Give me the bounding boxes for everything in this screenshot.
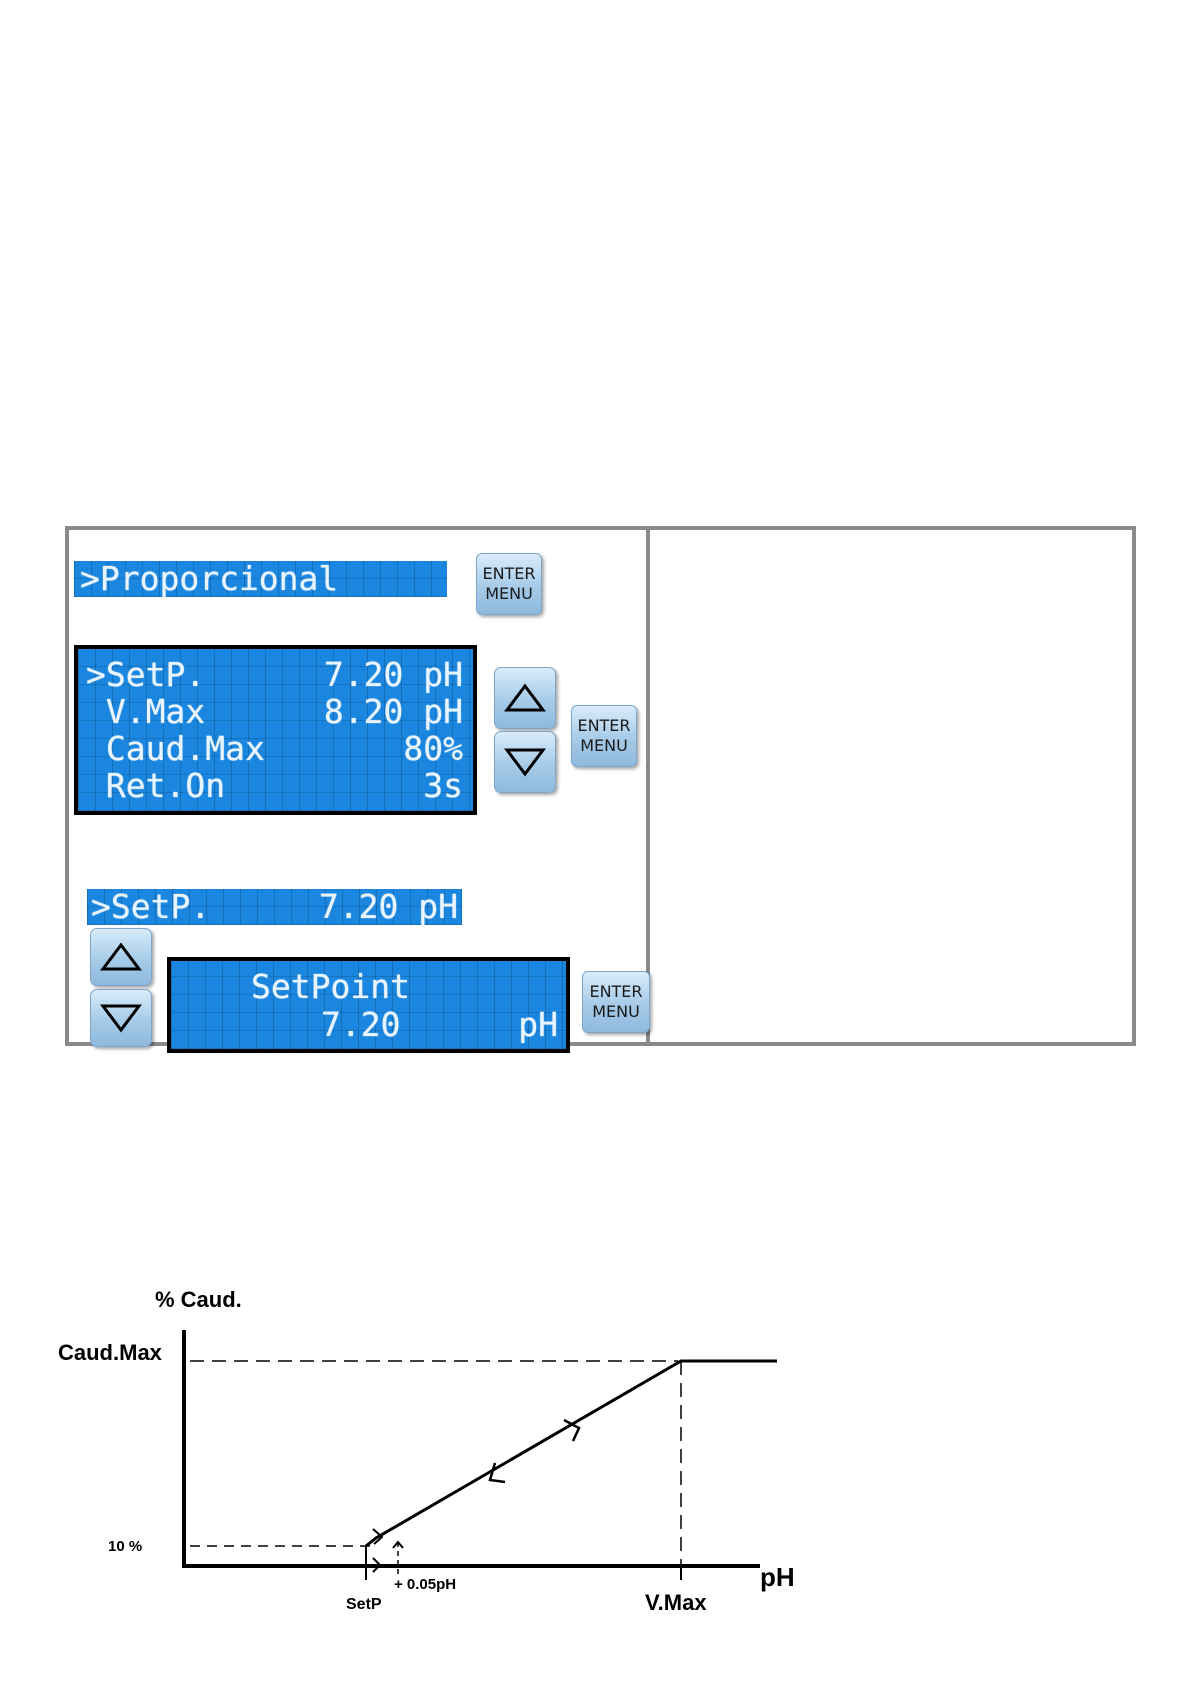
proporcional-menu-line: >Proporcional bbox=[74, 561, 447, 597]
up-arrow-icon bbox=[504, 683, 546, 713]
down-button[interactable] bbox=[494, 731, 556, 793]
enter-label: ENTER bbox=[482, 564, 535, 584]
caud-max-label: Caud.Max bbox=[58, 1340, 162, 1366]
ten-percent-label: 10 % bbox=[108, 1538, 142, 1555]
enter-menu-button[interactable]: ENTER MENU bbox=[582, 971, 650, 1033]
down-arrow-icon bbox=[100, 1003, 142, 1033]
reton-row-value: 3s bbox=[423, 768, 463, 804]
vmax-row-value: 8.20 pH bbox=[324, 694, 463, 730]
up-button[interactable] bbox=[90, 928, 152, 986]
caudmax-row[interactable]: Caud.Max 80% bbox=[86, 731, 463, 767]
selected-line-label: >SetP. bbox=[91, 889, 210, 925]
setpoint-row-value: 7.20 pH bbox=[324, 657, 463, 693]
proporcional-menu-text: >Proporcional bbox=[80, 561, 338, 597]
menu-label: MENU bbox=[580, 736, 628, 756]
enter-label: ENTER bbox=[589, 982, 642, 1002]
down-arrow-icon bbox=[504, 747, 546, 777]
up-button[interactable] bbox=[494, 667, 556, 729]
caudmax-row-label: Caud.Max bbox=[86, 731, 265, 767]
vmax-row-label: V.Max bbox=[86, 694, 205, 730]
selected-setpoint-line: >SetP. 7.20 pH bbox=[87, 889, 462, 925]
x-axis-title: pH bbox=[760, 1562, 795, 1593]
vmax-label: V.Max bbox=[645, 1590, 707, 1616]
setpoint-value: 7.20 bbox=[321, 1007, 400, 1043]
reton-row[interactable]: Ret.On 3s bbox=[86, 768, 463, 804]
up-arrow-icon bbox=[100, 942, 142, 972]
table-column-divider bbox=[646, 526, 650, 1046]
setp-label: SetP bbox=[346, 1596, 382, 1614]
enter-menu-button[interactable]: ENTER MENU bbox=[571, 705, 637, 767]
setpoint-row-label: >SetP. bbox=[86, 657, 205, 693]
selected-line-value: 7.20 pH bbox=[319, 889, 458, 925]
caudmax-row-value: 80% bbox=[403, 731, 463, 767]
enter-menu-button[interactable]: ENTER MENU bbox=[476, 553, 542, 615]
settings-lcd: >SetP. 7.20 pH V.Max 8.20 pH Caud.Max 80… bbox=[74, 645, 477, 815]
reton-row-label: Ret.On bbox=[86, 768, 225, 804]
enter-label: ENTER bbox=[577, 716, 630, 736]
dosing-curve bbox=[366, 1361, 777, 1546]
setpoint-unit: pH bbox=[518, 1007, 558, 1043]
setpoint-title: SetPoint bbox=[251, 969, 410, 1005]
setpoint-row[interactable]: >SetP. 7.20 pH bbox=[86, 657, 463, 693]
y-axis-title: % Caud. bbox=[155, 1287, 242, 1313]
vmax-row[interactable]: V.Max 8.20 pH bbox=[86, 694, 463, 730]
down-button[interactable] bbox=[90, 989, 152, 1047]
hysteresis-label: + 0.05pH bbox=[394, 1576, 456, 1593]
menu-label: MENU bbox=[592, 1002, 640, 1022]
setpoint-edit-lcd: SetPoint 7.20 pH bbox=[167, 957, 570, 1053]
menu-label: MENU bbox=[485, 584, 533, 604]
